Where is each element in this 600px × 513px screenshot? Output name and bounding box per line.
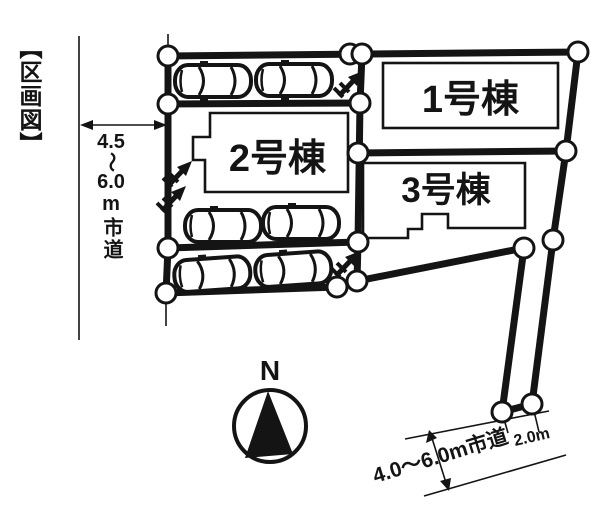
building-2-label: 2号棟 [228,137,327,180]
north-label: N [259,355,281,386]
west-road-tilde: 〜 [100,152,122,172]
car-icon [261,201,341,245]
building-1-label: 1号棟 [421,79,520,121]
north-compass-icon [232,388,308,464]
building-3-label: 3号棟 [401,170,491,210]
car-icon [170,249,254,299]
building-3-outline [361,161,527,240]
dimension-arrow-south-road [426,430,451,491]
west-road-min: 4.5 [97,131,125,153]
building-1-outline [381,61,560,130]
west-road-width-label: 4.5 〜 6.0 m市道 [88,131,134,261]
survey-points [154,40,590,424]
west-road-max: 6.0 [97,171,125,193]
building-2-outline [191,111,350,194]
west-road-suffix: m市道 [100,193,122,261]
car-icon [173,59,253,103]
car-icon [254,58,334,102]
car-icon [183,204,263,248]
page-title: 【区画図】 [16,36,42,156]
car-icon [251,244,335,294]
dimension-arrow-west-road [80,120,167,130]
